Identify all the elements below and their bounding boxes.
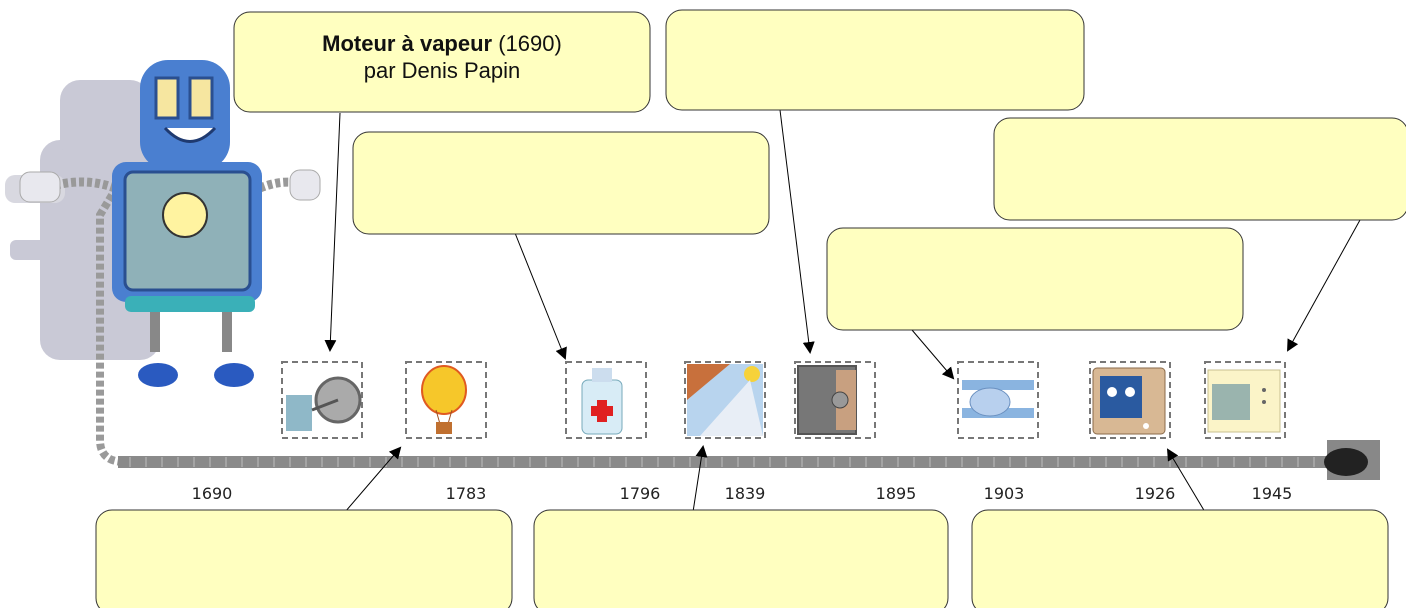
callout-year: (1690) (492, 31, 562, 56)
timeline-icons (281, 361, 1286, 439)
year-label-1839: 1839 (724, 484, 766, 503)
arrows (324, 109, 1361, 513)
airplane-icon (957, 361, 1039, 439)
callout-box-1783 (95, 509, 513, 608)
arrow-1783 (344, 446, 402, 513)
arrow-1895 (779, 109, 815, 354)
callout-box-1903 (826, 227, 1244, 331)
arrow-1796 (514, 232, 567, 360)
hot-air-balloon-icon (405, 361, 487, 439)
callout-box-1690 (233, 11, 651, 113)
callout-box-1839 (533, 509, 949, 608)
year-label-1796: 1796 (619, 484, 661, 503)
callout-box-1895 (665, 9, 1085, 111)
arrow-1690 (324, 112, 341, 352)
safe-icon (794, 361, 876, 439)
photograph-icon (684, 361, 766, 439)
television-icon (1089, 361, 1171, 439)
callout-box-1926 (971, 509, 1389, 608)
year-label-1783: 1783 (445, 484, 487, 503)
callout-box-1796 (352, 131, 770, 235)
year-label-1690: 1690 (191, 484, 233, 503)
timeline-track (118, 440, 1380, 480)
steam-engine-icon (281, 361, 363, 439)
year-label-1945: 1945 (1251, 484, 1293, 503)
arrow-1926 (1166, 448, 1206, 513)
callout-title: Moteur à vapeur (322, 31, 493, 56)
callout-author: par Denis Papin (363, 58, 521, 83)
year-label-1926: 1926 (1134, 484, 1176, 503)
robot-illustration (19, 60, 321, 387)
year-label-1903: 1903 (983, 484, 1025, 503)
callout-text-1690: Moteur à vapeur (1690) par Denis Papin (234, 30, 650, 100)
microwave-icon (1204, 361, 1286, 439)
arrow-1945 (1287, 219, 1361, 352)
callouts (95, 9, 1406, 608)
callout-box-1945 (993, 117, 1406, 221)
arrow-1903 (911, 329, 955, 380)
vaccine-bottle-icon (565, 361, 647, 439)
arrow-1839 (692, 445, 708, 513)
year-label-1895: 1895 (875, 484, 917, 503)
